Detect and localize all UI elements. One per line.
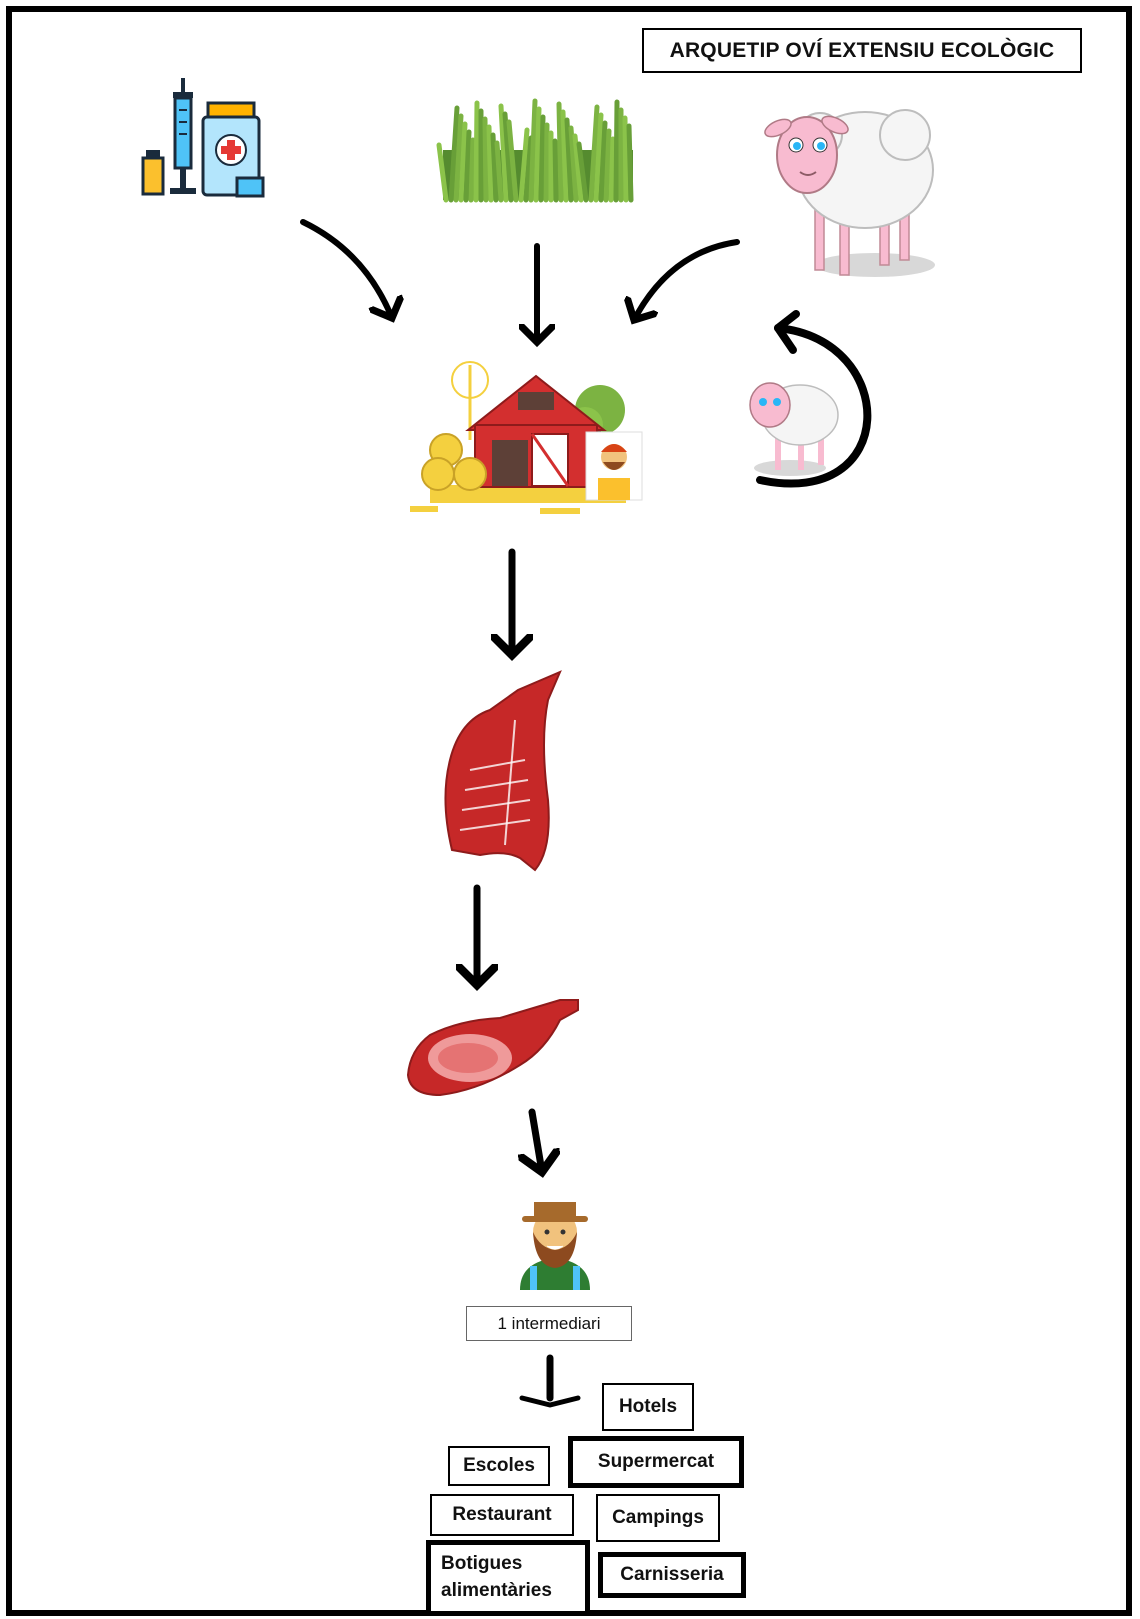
farm-icon xyxy=(410,361,643,514)
destination-botigues-line1: Botigues xyxy=(441,1553,523,1575)
sheep-icon xyxy=(764,109,935,277)
carcass-icon xyxy=(444,670,562,872)
destination-restaurant: Restaurant xyxy=(430,1494,574,1536)
destination-carnisseria: Carnisseria xyxy=(598,1552,746,1598)
cycle-arrow xyxy=(756,324,872,488)
arrow-meat-to-intermediary xyxy=(532,1108,542,1172)
diagram-title: ARQUETIP OVÍ EXTENSIU ECOLÒGIC xyxy=(642,28,1082,73)
destination-botigues-line2: alimentàries xyxy=(441,1580,552,1601)
destination-supermercat: Supermercat xyxy=(568,1436,744,1488)
arrow-medicine-to-farm xyxy=(300,219,392,318)
intermediary-label: 1 intermediari xyxy=(466,1306,632,1341)
destination-campings: Campings xyxy=(596,1494,720,1542)
arrow-sheep-to-farm xyxy=(634,239,740,320)
farmer-icon xyxy=(520,1202,590,1290)
lamb-icon xyxy=(749,382,839,476)
destination-escoles: Escoles xyxy=(448,1446,550,1486)
medicine-icon xyxy=(141,78,265,198)
destination-botigues: Botigues alimentàries xyxy=(426,1540,590,1616)
arrow-intermediary-head xyxy=(519,1395,581,1408)
meat-cut-icon xyxy=(406,999,579,1097)
grass-icon xyxy=(436,98,634,203)
cycle-arrow-head xyxy=(774,310,800,354)
destination-hotels: Hotels xyxy=(602,1383,694,1431)
